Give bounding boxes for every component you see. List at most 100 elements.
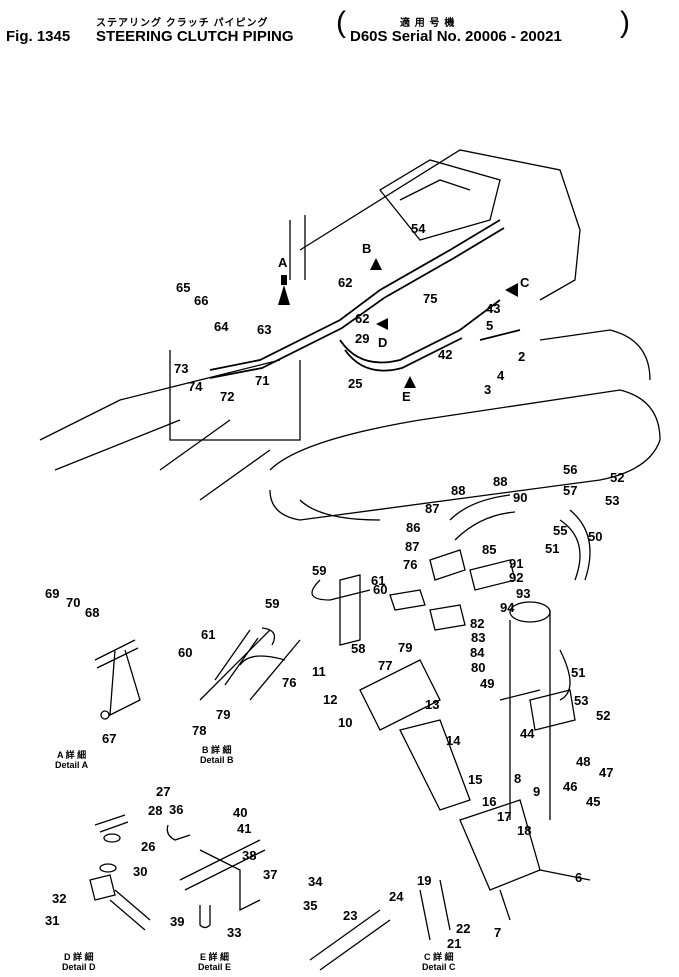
detail-d-sketch	[89, 814, 151, 931]
part-number-84: 84	[470, 645, 485, 660]
part-number-39: 39	[170, 914, 185, 929]
part-number-12: 12	[323, 692, 338, 707]
part-number-31: 31	[45, 913, 60, 928]
serial-range: D60S Serial No. 20006 - 20021	[350, 28, 562, 45]
part-number-67: 67	[102, 731, 117, 746]
part-number-79: 79	[398, 640, 413, 655]
part-number-87: 87	[405, 539, 420, 554]
part-number-52: 52	[596, 708, 611, 723]
detail-a-caption-en: Detail A	[55, 760, 89, 770]
part-number-92: 92	[509, 570, 524, 585]
part-number-94: 94	[500, 600, 515, 615]
part-number-60: 60	[373, 582, 388, 597]
filter-and-pipes	[309, 494, 591, 971]
part-number-62: 62	[355, 311, 370, 326]
part-number-91: 91	[509, 556, 524, 571]
part-number-59: 59	[265, 596, 280, 611]
part-number-34: 34	[308, 874, 323, 889]
part-number-63: 63	[257, 322, 272, 337]
view-arrow-e: E	[402, 389, 411, 404]
detail-c-caption-jp: C 詳 細	[424, 952, 454, 962]
view-arrow-a: A	[278, 255, 288, 270]
paren-close: )	[620, 6, 630, 39]
view-arrow-c: C	[520, 275, 530, 290]
part-number-8: 8	[514, 771, 522, 786]
detail-e-caption: E 詳 細 Detail E	[198, 952, 231, 972]
part-number-82: 82	[470, 616, 485, 631]
part-number-36: 36	[169, 802, 184, 817]
part-number-13: 13	[425, 697, 440, 712]
part-number-44: 44	[520, 726, 535, 741]
part-number-90: 90	[513, 490, 528, 505]
part-number-88: 88	[451, 483, 466, 498]
detail-e-sketch	[166, 824, 266, 929]
part-number-85: 85	[482, 542, 497, 557]
detail-c-caption: C 詳 細 Detail C	[422, 952, 456, 972]
part-number-17: 17	[497, 809, 512, 824]
detail-e-caption-jp: E 詳 細	[200, 952, 230, 962]
part-number-30: 30	[133, 864, 148, 879]
dozer-body-outline	[39, 149, 661, 701]
part-number-29: 29	[355, 331, 370, 346]
part-number-23: 23	[343, 908, 358, 923]
detail-b-caption-jp: B 詳 細	[202, 745, 232, 755]
part-number-42: 42	[438, 347, 453, 362]
part-number-15: 15	[468, 772, 483, 787]
part-number-2: 2	[518, 349, 526, 364]
part-number-4: 4	[497, 368, 505, 383]
part-number-21: 21	[447, 936, 462, 951]
view-arrow-d: D	[378, 335, 388, 350]
part-number-47: 47	[599, 765, 614, 780]
part-number-61: 61	[201, 627, 216, 642]
part-number-51: 51	[571, 665, 586, 680]
part-number-53: 53	[574, 693, 589, 708]
detail-b-sketch	[214, 627, 286, 686]
part-number-69: 69	[45, 586, 60, 601]
detail-a-sketch	[94, 639, 141, 720]
part-number-76: 76	[282, 675, 297, 690]
figure-number: Fig. 1345	[6, 28, 71, 45]
view-arrow-b: B	[362, 241, 372, 256]
part-number-33: 33	[227, 925, 242, 940]
part-number-56: 56	[563, 462, 578, 477]
part-number-79: 79	[216, 707, 231, 722]
part-number-55: 55	[553, 523, 568, 538]
part-number-68: 68	[85, 605, 100, 620]
part-number-26: 26	[141, 839, 156, 854]
part-number-60: 60	[178, 645, 193, 660]
detail-d-caption-jp: D 詳 細	[64, 952, 94, 962]
detail-d-caption-en: Detail D	[62, 962, 96, 972]
part-number-35: 35	[303, 898, 318, 913]
view-arrows	[278, 258, 518, 388]
title-japanese: ステアリング クラッチ パイピング	[96, 18, 269, 29]
detail-e-caption-en: Detail E	[198, 962, 232, 972]
detail-c-caption-en: Detail C	[422, 962, 456, 972]
part-number-51: 51	[545, 541, 560, 556]
part-number-61: 61	[371, 573, 386, 588]
part-number-62: 62	[338, 275, 353, 290]
title-english: STEERING CLUTCH PIPING	[96, 28, 294, 45]
part-number-45: 45	[586, 794, 601, 809]
part-number-66: 66	[194, 293, 209, 308]
part-number-88: 88	[493, 474, 508, 489]
part-number-40: 40	[233, 805, 248, 820]
part-number-32: 32	[52, 891, 67, 906]
part-number-83: 83	[471, 630, 486, 645]
part-number-38: 38	[242, 848, 257, 863]
part-number-93: 93	[516, 586, 531, 601]
detail-b-caption-en: Detail B	[200, 755, 234, 765]
part-number-11: 11	[312, 664, 326, 679]
detail-a-caption: A 詳 細 Detail A	[55, 750, 88, 770]
part-number-19: 19	[417, 873, 432, 888]
part-number-5: 5	[486, 318, 494, 333]
part-number-9: 9	[533, 784, 541, 799]
part-number-57: 57	[563, 483, 578, 498]
part-number-24: 24	[389, 889, 404, 904]
part-number-73: 73	[174, 361, 189, 376]
part-number-49: 49	[480, 676, 495, 691]
part-number-78: 78	[192, 723, 207, 738]
part-number-16: 16	[482, 794, 497, 809]
part-number-52: 52	[610, 470, 625, 485]
